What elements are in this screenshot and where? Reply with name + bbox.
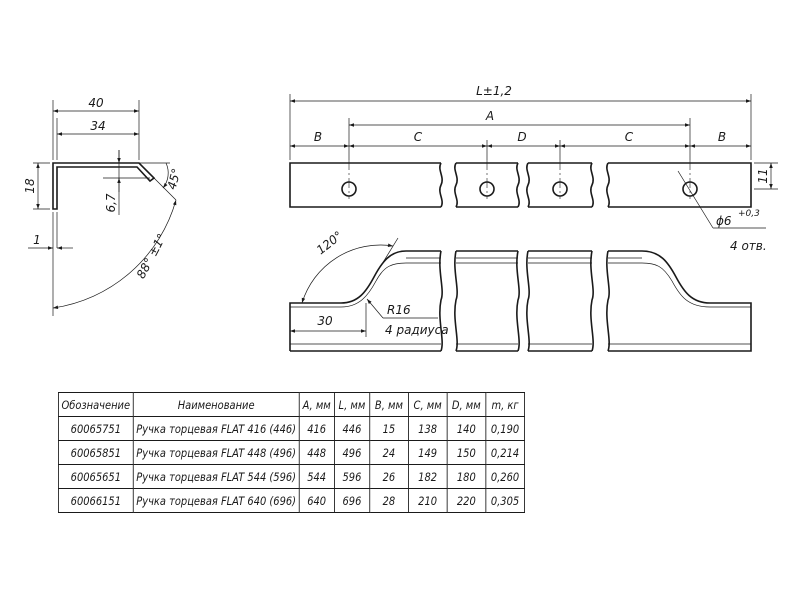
dim-label-1: 1 bbox=[33, 233, 41, 247]
angle-label-120: 120° bbox=[314, 228, 345, 257]
dim-label-11: 11 bbox=[756, 168, 770, 183]
cell-b: 28 bbox=[369, 488, 409, 513]
header-d: D, мм bbox=[446, 392, 487, 417]
angle-arc-120 bbox=[301, 243, 394, 304]
cell-c: 138 bbox=[407, 416, 448, 441]
dim-label-B-left: B bbox=[314, 130, 322, 144]
hole-tolerance-label: +0,3 bbox=[738, 209, 760, 219]
dim-label-C-left: C bbox=[414, 130, 423, 144]
angle-label-45: 45° bbox=[165, 167, 184, 191]
cell-a: 640 bbox=[298, 488, 335, 513]
dim-label-D: D bbox=[517, 130, 526, 144]
cell-designation: 60066151 bbox=[58, 488, 134, 513]
dim-label-C-right: C bbox=[625, 130, 634, 144]
header-l: L, мм bbox=[333, 392, 370, 417]
radius-leader bbox=[366, 298, 384, 319]
header-a: A, мм bbox=[298, 392, 335, 417]
dim-label-18: 18 bbox=[23, 178, 37, 194]
cell-c: 149 bbox=[407, 440, 448, 465]
dim-label-34: 34 bbox=[90, 119, 105, 133]
table-row: 60065651 Ручка торцевая FLAT 544 (596) 5… bbox=[58, 464, 525, 489]
cell-d: 140 bbox=[446, 416, 487, 441]
cell-name: Ручка торцевая FLAT 640 (696) bbox=[132, 488, 300, 513]
cell-b: 15 bbox=[369, 416, 409, 441]
cell-designation: 60065751 bbox=[58, 416, 134, 441]
cell-designation: 60065651 bbox=[58, 464, 134, 489]
bar-segment-1 bbox=[289, 162, 441, 208]
side-view: 120° 30 R16 4 радиуса bbox=[289, 228, 752, 352]
cell-c: 182 bbox=[407, 464, 448, 489]
cell-l: 596 bbox=[333, 464, 370, 489]
profile-outline bbox=[52, 162, 156, 210]
header-mass: m, кг bbox=[485, 392, 525, 417]
dim-label-A: A bbox=[485, 109, 494, 123]
cell-name: Ручка торцевая FLAT 448 (496) bbox=[132, 440, 300, 465]
spec-table: Обозначение Наименование A, мм L, мм B, … bbox=[58, 392, 525, 513]
cell-mass: 0,190 bbox=[485, 416, 525, 441]
profile-view: 40 34 18 6,7 1 45° 88° ±1° bbox=[23, 96, 184, 316]
cell-d: 220 bbox=[446, 488, 487, 513]
header-c: C, мм bbox=[407, 392, 448, 417]
angle-label-88: 88° ±1° bbox=[134, 231, 169, 281]
table-header-row: Обозначение Наименование A, мм L, мм B, … bbox=[58, 392, 525, 417]
cell-designation: 60065851 bbox=[58, 440, 134, 465]
cell-l: 496 bbox=[333, 440, 370, 465]
table-row: 60065751 Ручка торцевая FLAT 416 (446) 4… bbox=[58, 416, 525, 441]
hole-count-label: 4 отв. bbox=[730, 239, 767, 253]
cell-c: 210 bbox=[407, 488, 448, 513]
cell-name: Ручка торцевая FLAT 544 (596) bbox=[132, 464, 300, 489]
hole-leader bbox=[677, 170, 714, 229]
cell-b: 24 bbox=[369, 440, 409, 465]
cell-a: 544 bbox=[298, 464, 335, 489]
radius-label: R16 bbox=[387, 303, 411, 317]
cell-l: 696 bbox=[333, 488, 370, 513]
dim-label-B-right: B bbox=[718, 130, 726, 144]
dim-label-L: L±1,2 bbox=[476, 84, 512, 98]
dim-label-30: 30 bbox=[317, 314, 333, 328]
top-view: L±1,2 A B C D C B bbox=[289, 84, 778, 253]
cell-mass: 0,214 bbox=[485, 440, 525, 465]
cell-l: 446 bbox=[333, 416, 370, 441]
cell-mass: 0,305 bbox=[485, 488, 525, 513]
mounting-hole bbox=[479, 160, 495, 199]
dim-label-6-7: 6,7 bbox=[104, 193, 118, 212]
mounting-hole bbox=[682, 160, 698, 199]
dim-label-40: 40 bbox=[88, 96, 104, 110]
mounting-hole bbox=[341, 160, 357, 199]
cell-a: 416 bbox=[298, 416, 335, 441]
header-b: B, мм bbox=[369, 392, 409, 417]
table-row: 60066151 Ручка торцевая FLAT 640 (696) 6… bbox=[58, 488, 525, 513]
cell-name: Ручка торцевая FLAT 416 (446) bbox=[132, 416, 300, 441]
angle-arc-88 bbox=[52, 199, 177, 310]
header-name: Наименование bbox=[132, 392, 300, 417]
angle-arc-45 bbox=[162, 162, 169, 189]
cell-mass: 0,260 bbox=[485, 464, 525, 489]
bar-segment-4 bbox=[608, 162, 752, 208]
cell-d: 180 bbox=[446, 464, 487, 489]
mounting-hole bbox=[552, 160, 568, 199]
hole-diameter-label: ϕ6 bbox=[716, 214, 732, 228]
cell-a: 448 bbox=[298, 440, 335, 465]
table-row: 60065851 Ручка торцевая FLAT 448 (496) 4… bbox=[58, 440, 525, 465]
radius-count-label: 4 радиуса bbox=[385, 323, 449, 337]
header-designation: Обозначение bbox=[58, 392, 134, 417]
cell-d: 150 bbox=[446, 440, 487, 465]
cell-b: 26 bbox=[369, 464, 409, 489]
